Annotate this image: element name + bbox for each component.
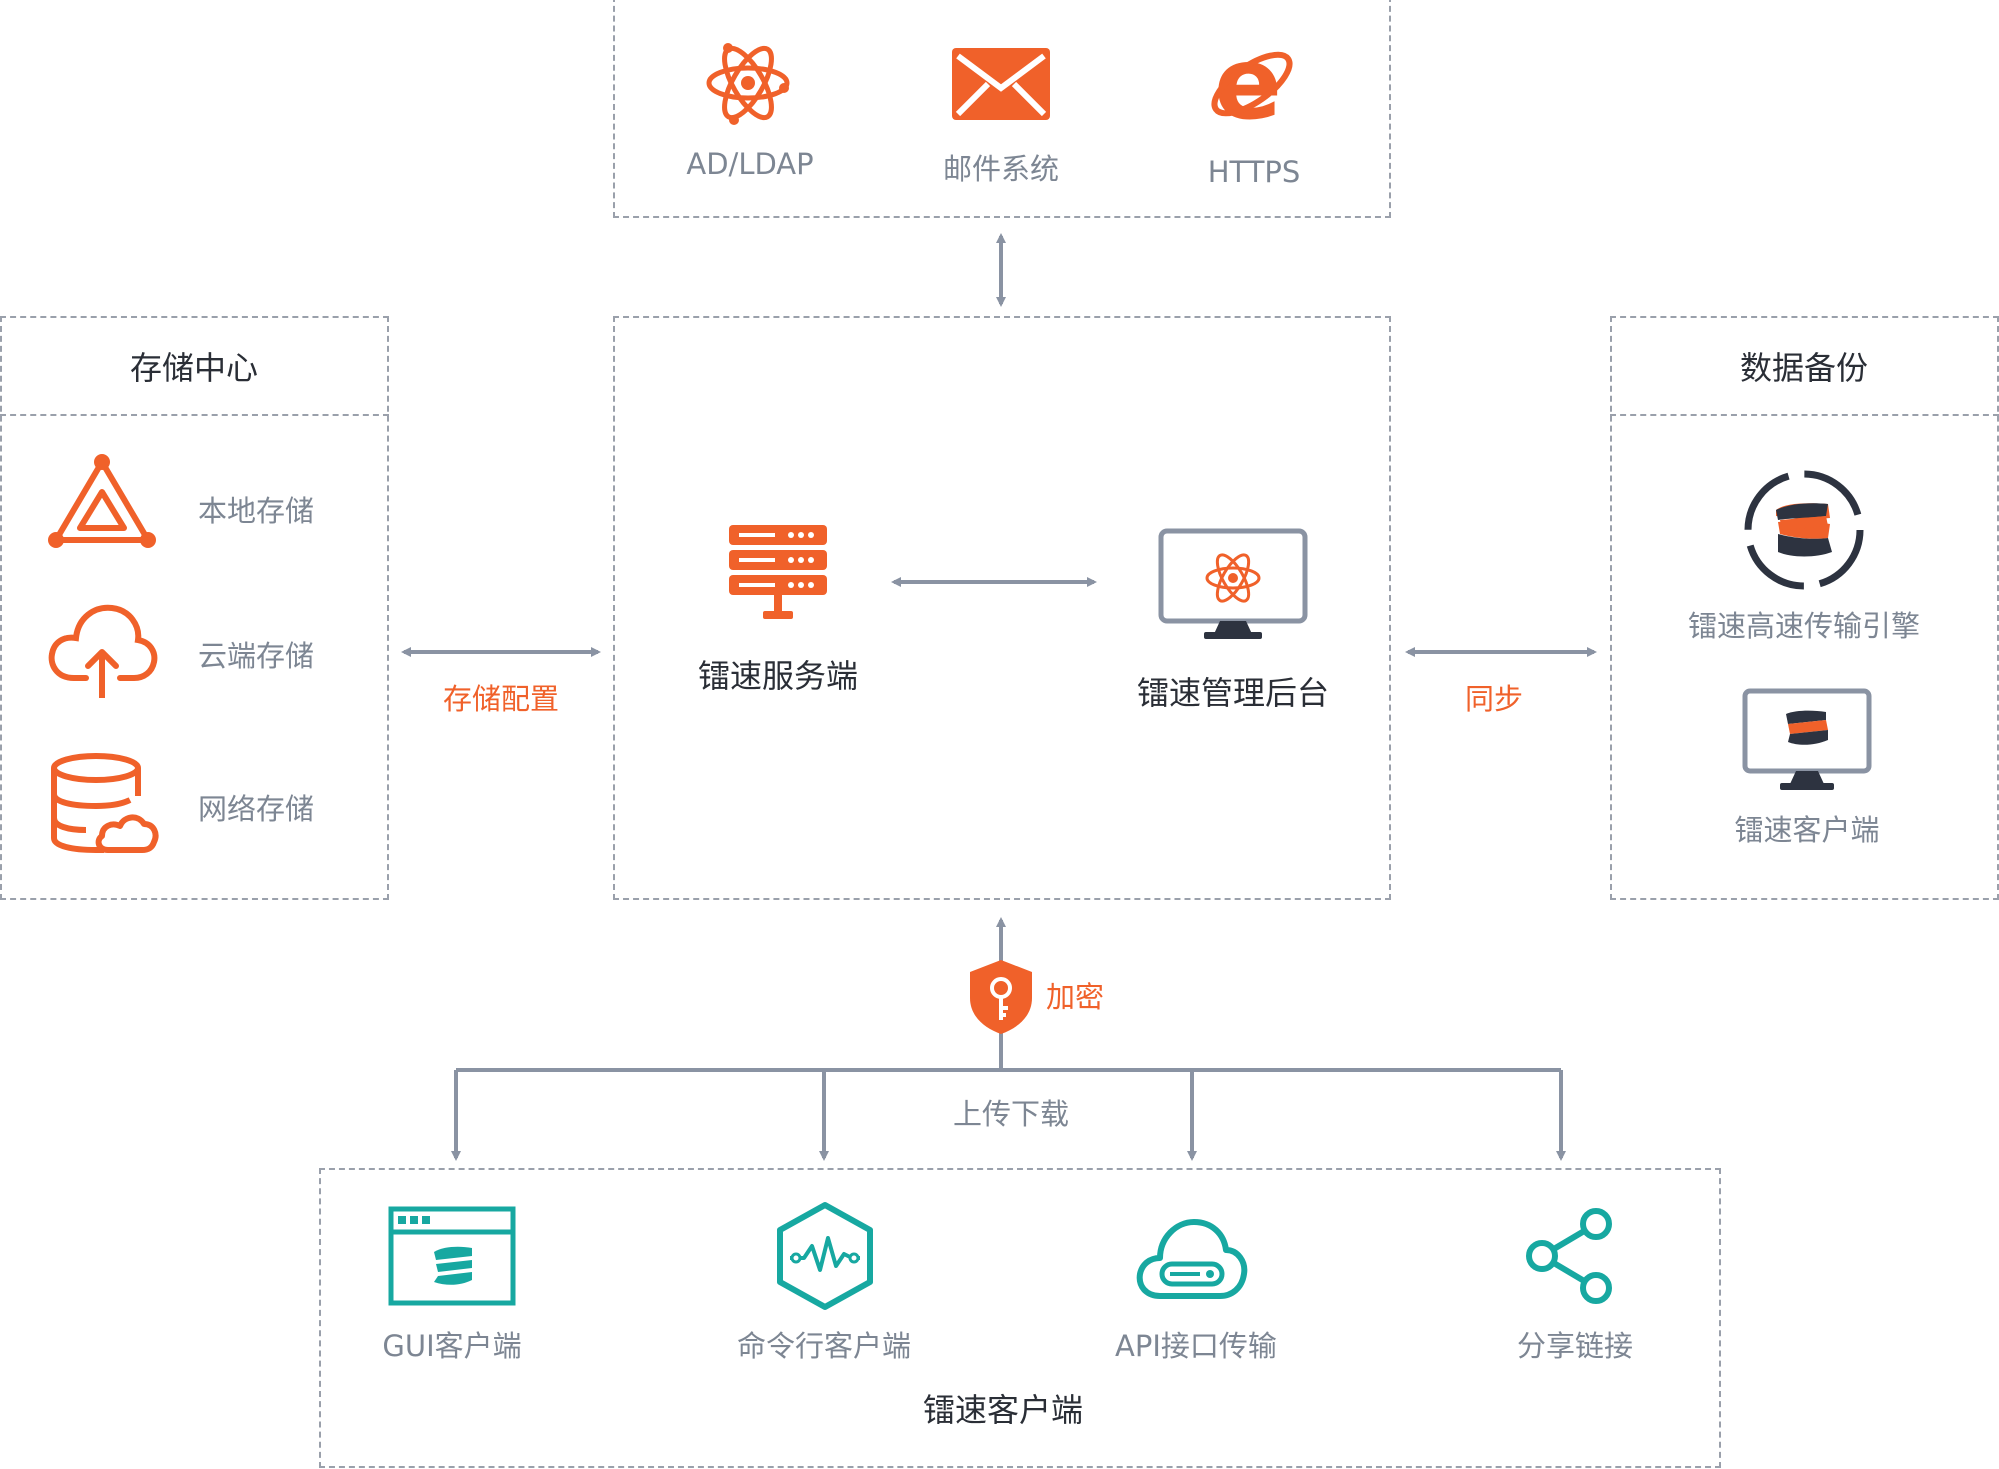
clients-box [319,1168,1721,1468]
storage-label-cloud: 云端存储 [198,639,315,673]
client-label-cli: 命令行客户端 [736,1329,912,1363]
client-label-gui: GUI客户端 [382,1329,522,1363]
storage-title-divider [0,414,389,416]
server-icon [729,525,827,619]
cloud-upload-icon [48,604,158,698]
top-services-box [613,0,1391,218]
backup-title: 数据备份 [1739,349,1869,387]
api-cloud-icon [1136,1219,1248,1299]
client-label-share: 分享链接 [1516,1329,1634,1363]
service-label-https: HTTPS [1207,155,1301,189]
service-label-mail: 邮件系统 [942,152,1060,186]
monitor-logo-icon [1742,688,1872,790]
service-label-adldap: AD/LDAP [686,147,814,181]
storage-center-title: 存储中心 [129,349,259,387]
encrypt-label: 加密 [1046,980,1105,1014]
backup-label-engine: 镭速高速传输引擎 [1687,609,1921,643]
engine-logo-icon [1744,470,1864,590]
backup-title-divider [1610,414,1999,416]
admin-label: 镭速管理后台 [1136,674,1330,712]
shield-key-icon [970,960,1032,1034]
ie-browser-icon: e [1211,25,1293,142]
server-label: 镭速服务端 [697,657,859,695]
transfer-label: 上传下载 [952,1097,1070,1131]
share-icon [1526,1208,1612,1304]
network-storage-icon [51,753,159,853]
storage-config-label: 存储配置 [442,682,560,716]
gui-window-icon [388,1206,516,1306]
command-line-icon [777,1202,873,1310]
storage-label-local: 本地存储 [198,494,315,528]
atom-icon [706,43,790,125]
server-box [613,316,1391,900]
backup-box [1610,316,1999,900]
sync-label: 同步 [1464,682,1524,716]
backup-label-client: 镭速客户端 [1734,813,1880,847]
local-storage-icon [48,454,156,548]
storage-label-network: 网络存储 [198,792,315,826]
storage-center-box [0,316,389,900]
admin-monitor-icon [1158,528,1308,639]
client-label-api: API接口传输 [1115,1329,1277,1363]
mail-icon [952,48,1050,120]
clients-title: 镭速客户端 [922,1391,1084,1429]
